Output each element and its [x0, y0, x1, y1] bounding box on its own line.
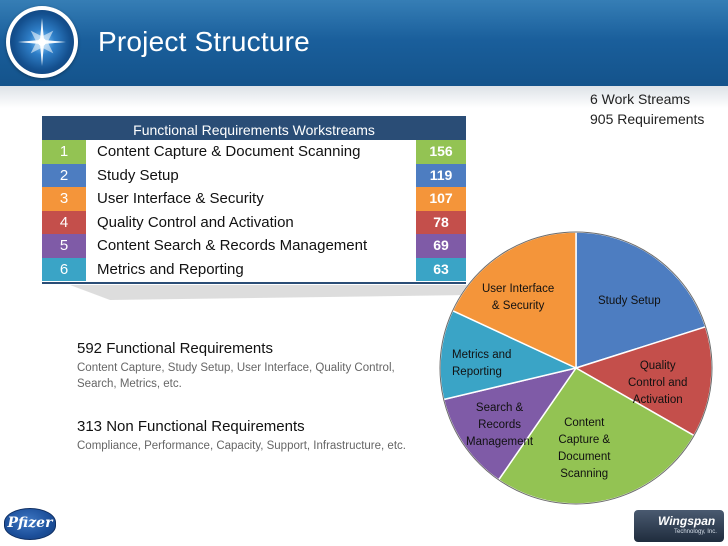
pie-label-search: Search & Records Management [466, 402, 534, 448]
table-row: 5 Content Search & Records Management 69 [42, 234, 466, 258]
starburst-icon [10, 10, 74, 74]
row-number: 1 [42, 140, 86, 164]
row-name: Metrics and Reporting [97, 260, 244, 278]
table-row: 2 Study Setup 119 [42, 163, 466, 187]
row-name: User Interface & Security [97, 190, 264, 207]
requirements-count: 905 Requirements [590, 111, 705, 127]
wingspan-logo-subtext: Technology, Inc. [674, 529, 717, 535]
row-count: 156 [416, 140, 466, 164]
table-row: 4 Quality Control and Activation 78 [42, 210, 466, 234]
row-count: 63 [416, 257, 466, 281]
pfizer-logo-text: Pfizer [7, 515, 53, 531]
row-number: 6 [42, 257, 86, 281]
pie-label-ui: User Interface & Security [482, 283, 555, 312]
pie-label-study-setup: Study Setup [598, 295, 661, 307]
table-header: Functional Requirements Workstreams [42, 116, 466, 140]
work-streams-count: 6 Work Streams [590, 91, 691, 107]
row-name: Study Setup [97, 166, 179, 184]
pie-label-content: Content Capture & Document Scanning [558, 417, 611, 480]
pie-label-quality: Quality Control and Activation [628, 360, 688, 406]
functional-requirements-title: 592 Functional Requirements [77, 340, 273, 357]
workstreams-table: Functional Requirements Workstreams 1 Co… [42, 116, 466, 284]
functional-requirements-desc: Content Capture, Study Setup, User Inter… [77, 362, 395, 390]
row-number: 4 [42, 210, 86, 234]
logo-badge [6, 6, 78, 78]
row-number: 3 [42, 187, 86, 211]
wingspan-logo-text: Wingspan [658, 514, 716, 528]
row-name: Content Capture & Document Scanning [97, 143, 361, 160]
pie-outline [439, 231, 713, 505]
pie-label-metrics: Metrics and Reporting [452, 349, 512, 378]
table-bottom-rule [42, 282, 466, 284]
table-title: Functional Requirements Workstreams [133, 122, 375, 138]
wingspan-logo-box [634, 510, 724, 542]
header-shadow [0, 86, 728, 108]
table-row: 3 User Interface & Security 107 [42, 187, 466, 211]
header-highlight [0, 0, 728, 40]
row-number: 2 [42, 163, 86, 187]
row-count: 69 [416, 234, 466, 258]
table-row: 1 Content Capture & Document Scanning 15… [42, 140, 466, 164]
pfizer-logo: Pfizer [4, 508, 56, 540]
non-functional-requirements-desc: Compliance, Performance, Capacity, Suppo… [77, 440, 406, 452]
non-functional-requirements-title: 313 Non Functional Requirements [77, 418, 305, 435]
row-name: Content Search & Records Management [97, 237, 368, 254]
page-title: Project Structure [98, 26, 310, 57]
row-count: 107 [416, 187, 466, 211]
row-count: 78 [416, 210, 466, 234]
wingspan-logo: Wingspan Technology, Inc. [634, 510, 724, 542]
header-bar: Project Structure [0, 0, 728, 86]
row-name: Quality Control and Activation [97, 213, 294, 231]
table-row: 6 Metrics and Reporting 63 [42, 257, 466, 281]
row-number: 5 [42, 234, 86, 258]
row-count: 119 [416, 163, 466, 187]
